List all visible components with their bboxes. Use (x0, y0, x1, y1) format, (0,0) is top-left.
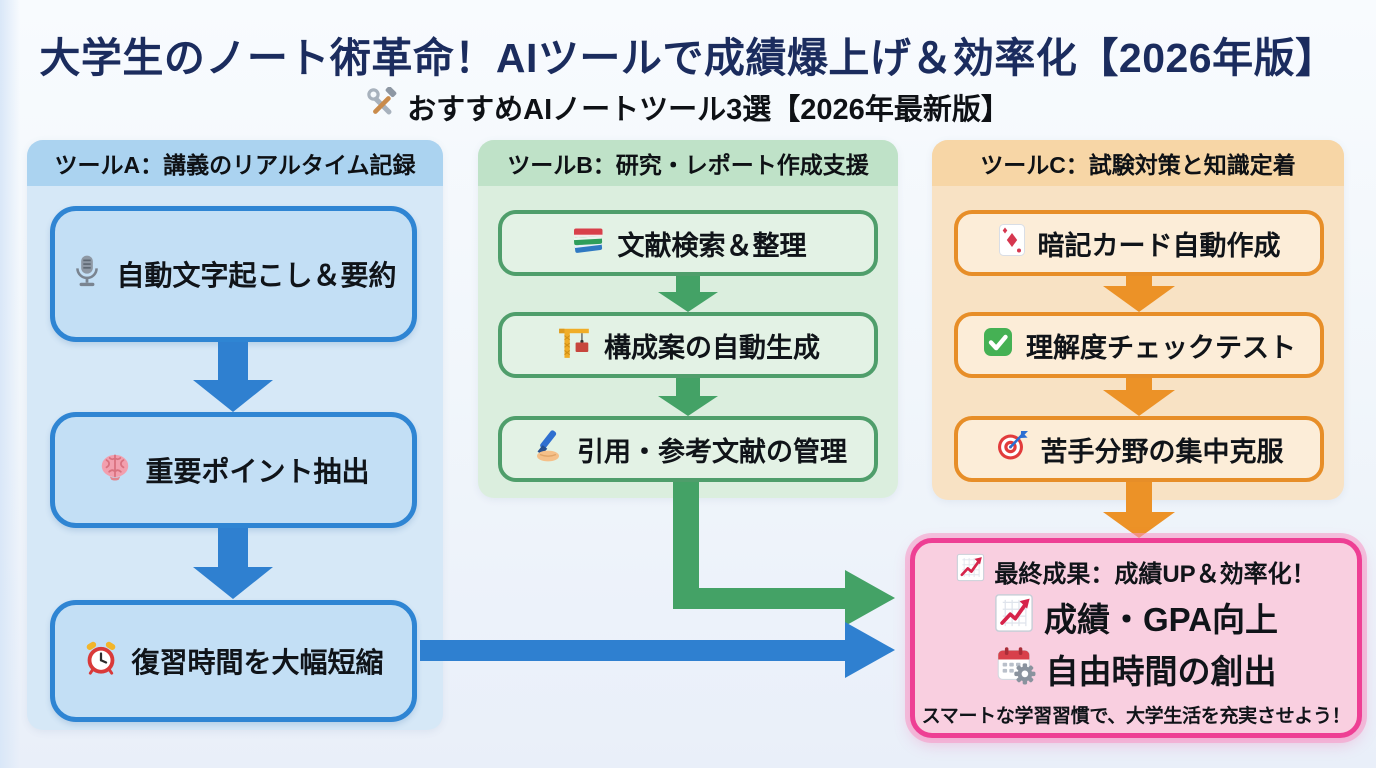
chart-increasing-icon (994, 593, 1034, 641)
step-label: 文献検索＆整理 (617, 230, 807, 261)
flow-arrow-b1-b2 (658, 276, 718, 312)
panel-tool-b-header: ツールB：研究・レポート作成支援 (478, 140, 898, 186)
flow-arrow-c3-result (1103, 482, 1175, 538)
step-flashcard-creation: 暗記カード自動作成 (954, 210, 1324, 276)
step-label: 引用・参考文献の管理 (577, 436, 847, 467)
step-key-point-extraction: 重要ポイント抽出 (50, 412, 417, 528)
chart-increasing-icon (956, 553, 985, 589)
step-weak-area-focus: 苦手分野の集中克服 (954, 416, 1324, 482)
result-item-label: 成績・GPA向上 (1043, 601, 1279, 638)
result-item-free-time: 自由時間の創出 (996, 645, 1277, 693)
hammer-wrench-icon (366, 86, 398, 127)
step-citation-management: 引用・参考文献の管理 (498, 416, 878, 482)
brain-icon (97, 450, 133, 491)
flow-arrow-b2-b3 (658, 378, 718, 416)
step-auto-transcription: 自動文字起こし＆要約 (50, 206, 417, 342)
panel-tool-a-header: ツールA：講義のリアルタイム記録 (27, 140, 443, 186)
step-review-time-reduction: 復習時間を大幅短縮 (50, 600, 417, 722)
step-literature-search: 文献検索＆整理 (498, 210, 878, 276)
green-elbow-arrow-head (845, 570, 895, 626)
blue-merge-arrow-head (845, 622, 895, 678)
microphone-icon (70, 254, 104, 295)
panel-tool-b: ツールB：研究・レポート作成支援 文献検索＆整理 (478, 140, 898, 498)
blue-merge-arrow-bar (420, 640, 847, 661)
result-item-gpa: 成績・GPA向上 (994, 593, 1278, 641)
check-mark-icon (982, 326, 1014, 365)
panel-tool-c-header: ツールC：試験対策と知識定着 (932, 140, 1344, 186)
green-elbow-arrow-bar (673, 588, 847, 609)
panel-tool-a: ツールA：講義のリアルタイム記録 自動文字起こし＆要約 (27, 140, 443, 730)
panel-tool-c: ツールC：試験対策と知識定着 暗記カード自動作成 (932, 140, 1344, 500)
step-label: 重要ポイント抽出 (145, 456, 370, 487)
step-label: 復習時間を大幅短縮 (131, 647, 384, 678)
flow-arrow-a1-a2 (193, 342, 273, 412)
result-title: 最終成果：成績UP＆効率化！ (994, 560, 1316, 588)
step-label: 暗記カード自動作成 (1037, 230, 1281, 261)
step-label: 苦手分野の集中克服 (1040, 436, 1284, 467)
flow-arrow-a2-a3 (193, 528, 273, 599)
books-icon (570, 224, 606, 263)
result-footer: スマートな学習習慣で、大学生活を充実させよう！ (921, 706, 1351, 727)
green-elbow-arrow-stem (673, 482, 699, 609)
flow-arrow-c1-c2 (1103, 276, 1175, 312)
flashcard-icon (998, 223, 1026, 264)
step-label: 構成案の自動生成 (604, 332, 820, 363)
flow-arrow-c2-c3 (1103, 378, 1175, 416)
target-icon (995, 429, 1029, 470)
result-title-row: 最終成果：成績UP＆効率化！ (956, 553, 1316, 589)
page-subtitle-label: おすすめAIノートツール3選【2026年最新版】 (407, 94, 1010, 126)
result-item-label: 自由時間の創出 (1045, 653, 1277, 690)
step-outline-generation: 構成案の自動生成 (498, 312, 878, 378)
step-label: 理解度チェックテスト (1026, 332, 1296, 363)
calendar-gear-icon (996, 645, 1036, 693)
page-subtitle: おすすめAIノートツール3選【2026年最新版】 (0, 86, 1376, 128)
step-comprehension-test: 理解度チェックテスト (954, 312, 1324, 378)
construction-crane-icon (556, 325, 592, 366)
page-title: 大学生のノート術革命！AIツールで成績爆上げ＆効率化【2026年版】 (39, 35, 1337, 81)
alarm-clock-icon (83, 640, 119, 683)
result-box: 最終成果：成績UP＆効率化！ 成績・GPA向上 (910, 538, 1362, 738)
step-label: 自動文字起こし＆要約 (116, 260, 397, 291)
writing-hand-icon (529, 429, 565, 469)
